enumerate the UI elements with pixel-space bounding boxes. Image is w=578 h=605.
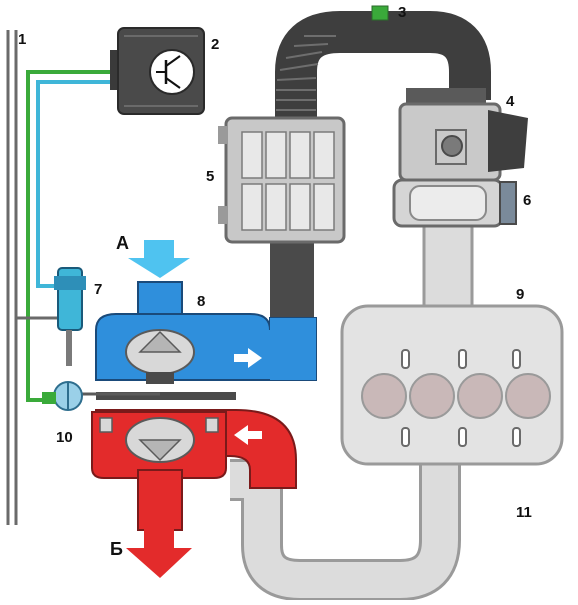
signal-lines	[16, 70, 116, 402]
wastegate-actuator	[54, 267, 86, 366]
label-2: 2	[211, 36, 219, 53]
wiring-harness	[6, 30, 18, 525]
pressure-sensor	[371, 5, 389, 21]
charge-hose	[275, 10, 491, 120]
label-7: 7	[94, 281, 102, 298]
label-10: 10	[56, 429, 73, 446]
intercooler	[218, 116, 346, 244]
label-4: 4	[506, 93, 515, 110]
compressor-wheel	[125, 329, 195, 384]
compressor-housing	[95, 281, 317, 384]
engine-block	[340, 304, 564, 466]
intake-manifold-pipe	[422, 223, 474, 317]
exhaust-manifold	[230, 450, 461, 601]
label-outlet: Б	[110, 539, 123, 559]
exhaust-outlet-arrow	[126, 528, 192, 578]
flow-arrow-left-icon	[234, 425, 262, 445]
label-6: 6	[523, 192, 531, 209]
label-3: 3	[398, 4, 406, 21]
wastegate-valve	[42, 381, 83, 411]
label-9: 9	[516, 286, 524, 303]
label-5: 5	[206, 168, 214, 185]
label-11: 11	[516, 504, 532, 521]
throttle-body	[398, 88, 528, 182]
transistor-icon	[149, 49, 195, 95]
control-unit	[110, 27, 205, 115]
label-inlet: А	[116, 233, 129, 253]
turbine-wheel	[125, 417, 195, 463]
turbine-housing	[91, 409, 297, 531]
label-8: 8	[197, 293, 205, 310]
flow-arrow-right-icon	[234, 348, 262, 368]
flow-arrow-down-icon	[128, 240, 190, 278]
turbo-shaft	[62, 392, 236, 400]
label-1: 1	[18, 31, 26, 48]
throttle-valve	[392, 178, 517, 228]
